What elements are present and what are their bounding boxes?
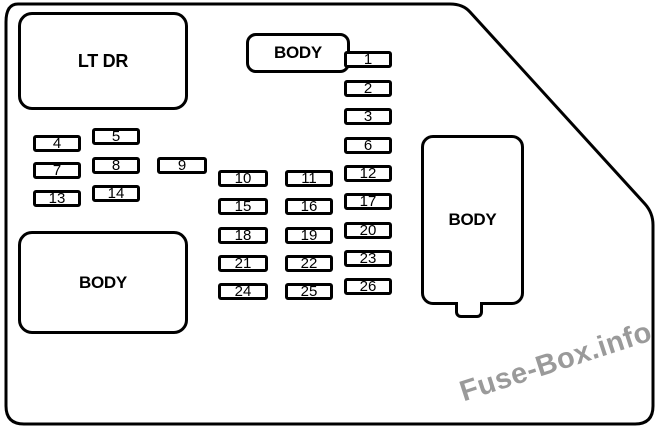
relay-body-bottom: BODY: [18, 231, 188, 334]
relay-lt-dr-label: LT DR: [77, 50, 129, 71]
fuse-25: 25: [285, 283, 333, 300]
relay-body-top: BODY: [246, 33, 350, 73]
fuse-20: 20: [344, 222, 392, 239]
fuse-12: 12: [344, 165, 392, 182]
fuse-6: 6: [344, 137, 392, 154]
relay-body-top-label: BODY: [274, 43, 322, 62]
relay-body-right-label: BODY: [448, 210, 497, 229]
fuse-13: 13: [33, 190, 81, 207]
fuse-5: 5: [92, 128, 140, 145]
fuse-8: 8: [92, 157, 140, 174]
fuse-3: 3: [344, 108, 392, 125]
fuse-10: 10: [218, 170, 268, 187]
fuse-19: 19: [285, 227, 333, 244]
fuse-15: 15: [218, 198, 268, 215]
relay-body-right: BODY: [421, 135, 524, 305]
fuse-23: 23: [344, 250, 392, 267]
fuse-9: 9: [157, 157, 207, 174]
fuse-22: 22: [285, 255, 333, 272]
fuse-26: 26: [344, 278, 392, 295]
fuse-17: 17: [344, 193, 392, 210]
relay-lt-dr: LT DR: [18, 12, 188, 110]
fuse-1: 1: [344, 51, 392, 68]
fuse-4: 4: [33, 135, 81, 152]
relay-body-right-tab: [455, 302, 483, 318]
fuse-11: 11: [285, 170, 333, 187]
fuse-14: 14: [92, 185, 140, 202]
fuse-18: 18: [218, 227, 268, 244]
fuse-7: 7: [33, 162, 81, 179]
fuse-24: 24: [218, 283, 268, 300]
fuse-2: 2: [344, 80, 392, 97]
fuse-21: 21: [218, 255, 268, 272]
fuse-16: 16: [285, 198, 333, 215]
relay-body-bottom-label: BODY: [79, 272, 127, 292]
